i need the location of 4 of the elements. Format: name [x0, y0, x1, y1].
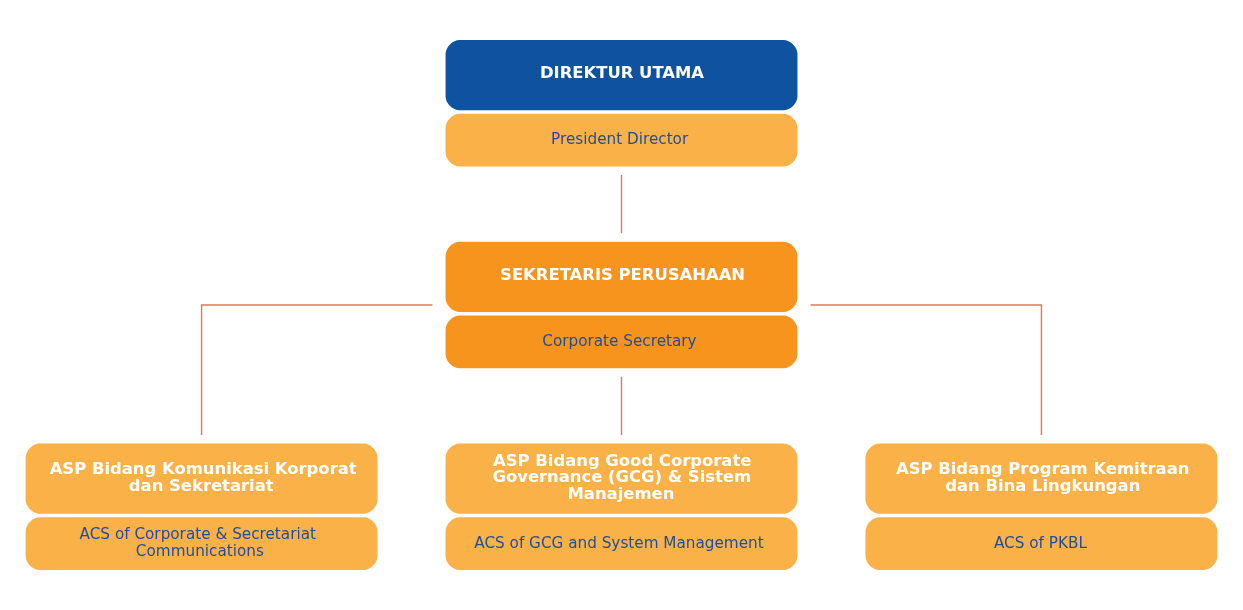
connector — [620, 376, 623, 436]
connector — [620, 174, 623, 234]
connector — [809, 304, 1043, 436]
connector — [200, 304, 434, 436]
